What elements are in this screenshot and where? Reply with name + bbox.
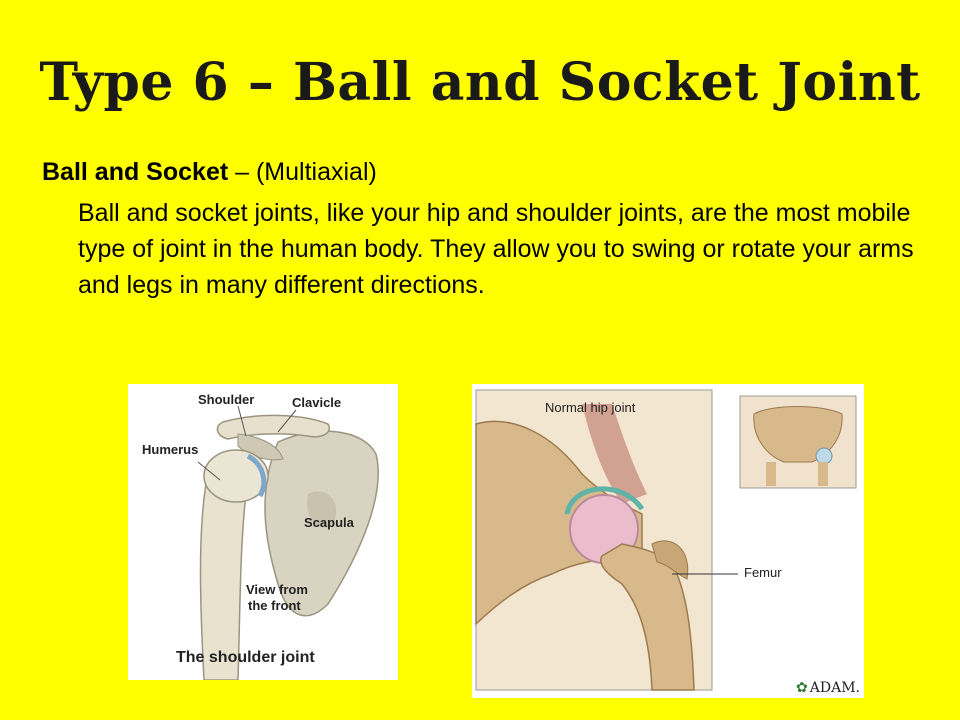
label-scapula: Scapula xyxy=(304,515,354,530)
shoulder-caption: The shoulder joint xyxy=(176,649,315,666)
label-humerus: Humerus xyxy=(142,442,199,457)
label-view-line-1: View from xyxy=(246,582,308,597)
description: Ball and socket joints, like your hip an… xyxy=(78,199,914,299)
adam-logo-text: ADAM. xyxy=(809,680,860,696)
label-clavicle: Clavicle xyxy=(292,395,342,410)
lead-term: Ball and Socket xyxy=(42,158,229,186)
shoulder-illustration xyxy=(197,405,379,680)
leaf-icon: ✿ xyxy=(796,680,808,696)
slide-title: Type 6 – Ball and Socket Joint xyxy=(39,52,921,113)
hip-joint-figure: Normal hip joint Femur ✿ADAM. xyxy=(472,384,864,698)
lead-qualifier: – (Multiaxial) xyxy=(228,158,377,186)
lead-line: Ball and Socket – (Multiaxial) xyxy=(42,155,922,189)
label-femur: Femur xyxy=(744,565,782,580)
hip-figure-header: Normal hip joint xyxy=(545,400,636,415)
label-view-line-2: the front xyxy=(248,598,301,613)
shoulder-joint-figure: Shoulder Clavicle Humerus Scapula View f… xyxy=(128,384,398,680)
hip-illustration xyxy=(475,389,857,691)
body-text: Ball and Socket – (Multiaxial) Ball and … xyxy=(42,155,922,303)
adam-logo: ✿ADAM. xyxy=(796,680,860,696)
label-shoulder: Shoulder xyxy=(198,392,255,407)
